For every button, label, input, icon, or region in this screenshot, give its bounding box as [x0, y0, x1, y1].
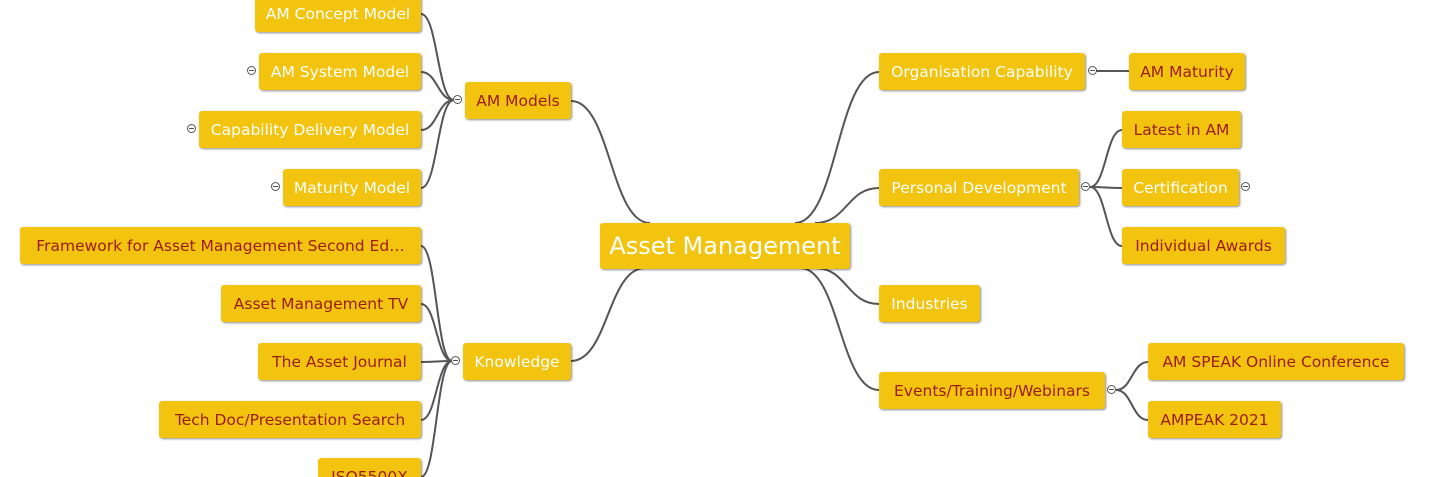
collapse-toggle-icon[interactable]: [1107, 385, 1116, 394]
leaf-label: ISO5500X: [331, 467, 408, 477]
branch-personal-development[interactable]: Personal Development: [879, 169, 1079, 206]
connector-personal-development-leaf: [1089, 129, 1123, 188]
connector-root-am-models: [570, 100, 651, 224]
collapse-toggle-icon[interactable]: [1081, 182, 1090, 191]
connector-root-personal-development: [814, 187, 880, 224]
connector-events-leaf: [1115, 389, 1149, 421]
leaf-label: Capability Delivery Model: [210, 120, 410, 139]
root-node[interactable]: Asset Management: [600, 223, 850, 269]
leaf-am-speak-online-conference[interactable]: AM SPEAK Online Conference: [1148, 343, 1404, 380]
leaf-label: Latest in AM: [1133, 120, 1230, 139]
branch-organisation-capability[interactable]: Organisation Capability: [879, 53, 1085, 90]
leaf-the-asset-journal[interactable]: The Asset Journal: [258, 343, 421, 380]
branch-label: Personal Development: [891, 178, 1067, 197]
leaf-am-concept-model[interactable]: AM Concept Model: [255, 0, 421, 32]
leaf-am-system-model[interactable]: AM System Model: [259, 53, 421, 90]
leaf-label: The Asset Journal: [272, 352, 407, 371]
leaf-tech-doc-presentation-search[interactable]: Tech Doc/Presentation Search: [159, 401, 421, 438]
connector-root-knowledge: [570, 267, 646, 362]
connector-root-events: [799, 267, 880, 391]
connector-personal-development-leaf: [1089, 186, 1123, 247]
collapse-toggle-icon[interactable]: [453, 95, 462, 104]
leaf-label: Maturity Model: [293, 178, 411, 197]
branch-knowledge[interactable]: Knowledge: [463, 343, 571, 380]
connector-knowledge-leaf: [420, 245, 453, 362]
branch-events-training-webinars[interactable]: Events/Training/Webinars: [879, 372, 1105, 409]
leaf-maturity-model[interactable]: Maturity Model: [283, 169, 421, 206]
leaf-iso5500x[interactable]: ISO5500X: [318, 458, 421, 477]
branch-label: Knowledge: [474, 352, 560, 371]
leaf-label: AM System Model: [270, 62, 410, 81]
leaf-individual-awards[interactable]: Individual Awards: [1122, 227, 1285, 264]
leaf-am-maturity[interactable]: AM Maturity: [1129, 53, 1245, 90]
connector-root-industries: [814, 267, 880, 305]
leaf-label: Certification: [1133, 178, 1228, 197]
connector-root-organisation: [794, 71, 880, 224]
leaf-label: AM SPEAK Online Conference: [1162, 352, 1390, 371]
connector-am-models-leaf: [420, 71, 455, 101]
branch-label: Events/Training/Webinars: [894, 381, 1090, 400]
leaf-label: Framework for Asset Management Second Ed…: [36, 236, 405, 255]
branch-label: AM Models: [476, 91, 560, 110]
branch-label: Organisation Capability: [891, 62, 1073, 81]
leaf-label: Tech Doc/Presentation Search: [174, 410, 406, 429]
expand-toggle-icon[interactable]: [1241, 182, 1250, 191]
leaf-label: AM Maturity: [1140, 62, 1234, 81]
connector-knowledge-leaf: [420, 360, 453, 477]
leaf-label: AMPEAK 2021: [1160, 410, 1269, 429]
leaf-ampeak-2021[interactable]: AMPEAK 2021: [1148, 401, 1281, 438]
collapse-toggle-icon[interactable]: [451, 356, 460, 365]
branch-industries[interactable]: Industries: [879, 285, 980, 322]
leaf-label: Asset Management TV: [233, 294, 409, 313]
branch-am-models[interactable]: AM Models: [465, 82, 571, 119]
expand-toggle-icon[interactable]: [187, 124, 196, 133]
connector-am-models-leaf: [420, 13, 455, 101]
leaf-latest-in-am[interactable]: Latest in AM: [1122, 111, 1241, 148]
leaf-certification[interactable]: Certification: [1122, 169, 1239, 206]
expand-toggle-icon[interactable]: [247, 66, 256, 75]
leaf-framework-for-asset-management[interactable]: Framework for Asset Management Second Ed…: [20, 227, 421, 264]
collapse-toggle-icon[interactable]: [1088, 66, 1097, 75]
connector-knowledge-leaf: [420, 303, 453, 362]
connector-am-models-leaf: [420, 99, 455, 189]
leaf-asset-management-tv[interactable]: Asset Management TV: [221, 285, 421, 322]
leaf-capability-delivery-model[interactable]: Capability Delivery Model: [199, 111, 421, 148]
root-label: Asset Management: [609, 232, 841, 260]
leaf-label: AM Concept Model: [265, 5, 411, 23]
connector-events-leaf: [1115, 361, 1149, 391]
branch-label: Industries: [891, 294, 968, 313]
connector-knowledge-leaf: [420, 360, 453, 421]
leaf-label: Individual Awards: [1135, 236, 1272, 255]
expand-toggle-icon[interactable]: [271, 182, 280, 191]
